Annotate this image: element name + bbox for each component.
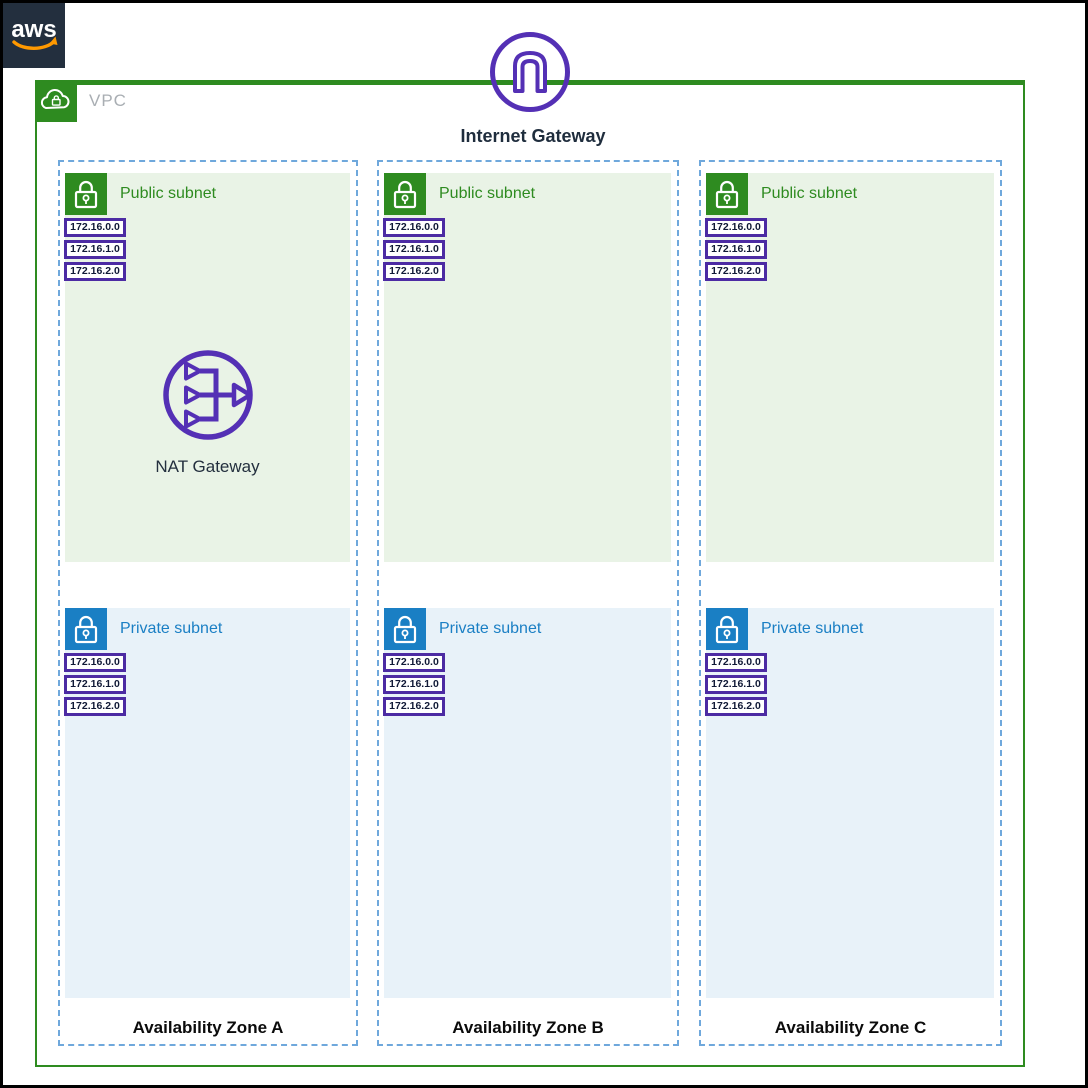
cidr-label: 172.16.0.0 <box>383 218 445 237</box>
public-subnet-label: Public subnet <box>439 185 536 202</box>
cidr-label: 172.16.1.0 <box>383 675 445 694</box>
private-subnet-label: Private subnet <box>761 620 864 637</box>
private-subnet-lock-icon <box>384 608 426 650</box>
public-subnet-lock-icon <box>384 173 426 215</box>
public-subnet-label: Public subnet <box>120 185 217 202</box>
vpc-label: VPC <box>89 91 127 110</box>
aws-logo-text: aws <box>11 16 56 43</box>
public-subnet-b: Public subnet 172.16.0.0 172.16.1.0 172.… <box>383 173 671 562</box>
nat-gateway-icon <box>160 347 256 443</box>
cidr-list: 172.16.0.0 172.16.1.0 172.16.2.0 <box>705 653 767 719</box>
cidr-label: 172.16.2.0 <box>64 697 126 716</box>
cidr-label: 172.16.1.0 <box>705 240 767 259</box>
cidr-list: 172.16.0.0 172.16.1.0 172.16.2.0 <box>64 653 126 719</box>
cidr-label: 172.16.2.0 <box>705 262 767 281</box>
private-subnet-b: Private subnet 172.16.0.0 172.16.1.0 172… <box>383 608 671 998</box>
cidr-label: 172.16.0.0 <box>383 653 445 672</box>
availability-zone-a: Public subnet 172.16.0.0 172.16.1.0 172.… <box>58 160 358 1046</box>
aws-logo: aws <box>3 3 65 68</box>
cidr-label: 172.16.0.0 <box>705 218 767 237</box>
cidr-label: 172.16.2.0 <box>705 697 767 716</box>
public-subnet-a: Public subnet 172.16.0.0 172.16.1.0 172.… <box>64 173 350 562</box>
availability-zone-label: Availability Zone C <box>774 1018 927 1037</box>
cidr-list: 172.16.0.0 172.16.1.0 172.16.2.0 <box>705 218 767 284</box>
vpc-cloud-icon <box>40 89 70 109</box>
private-subnet-a: Private subnet 172.16.0.0 172.16.1.0 172… <box>64 608 350 998</box>
cidr-label: 172.16.1.0 <box>383 240 445 259</box>
cidr-label: 172.16.1.0 <box>64 240 126 259</box>
cidr-label: 172.16.2.0 <box>383 262 445 281</box>
internet-gateway-label: Internet Gateway <box>460 126 606 146</box>
public-subnet-label: Public subnet <box>761 185 858 202</box>
public-subnet-lock-icon <box>706 173 748 215</box>
public-subnet-c: Public subnet 172.16.0.0 172.16.1.0 172.… <box>705 173 994 562</box>
nat-gateway-label: NAT Gateway <box>155 457 260 476</box>
cidr-label: 172.16.0.0 <box>64 218 126 237</box>
cidr-list: 172.16.0.0 172.16.1.0 172.16.2.0 <box>64 218 126 284</box>
private-subnet-label: Private subnet <box>120 620 223 637</box>
internet-gateway-icon <box>488 30 572 114</box>
private-subnet-c: Private subnet 172.16.0.0 172.16.1.0 172… <box>705 608 994 998</box>
cidr-label: 172.16.0.0 <box>64 653 126 672</box>
availability-zone-label: Availability Zone A <box>132 1018 284 1037</box>
private-subnet-lock-icon <box>706 608 748 650</box>
cidr-label: 172.16.1.0 <box>705 675 767 694</box>
cidr-label: 172.16.2.0 <box>383 697 445 716</box>
cidr-label: 172.16.2.0 <box>64 262 126 281</box>
cidr-list: 172.16.0.0 172.16.1.0 172.16.2.0 <box>383 653 445 719</box>
public-subnet-lock-icon <box>65 173 107 215</box>
aws-smile-arrowhead <box>49 36 58 45</box>
aws-logo-icon: aws <box>11 16 58 51</box>
private-subnet-label: Private subnet <box>439 620 542 637</box>
availability-zone-c: Public subnet 172.16.0.0 172.16.1.0 172.… <box>699 160 1002 1046</box>
availability-zone-label: Availability Zone B <box>452 1018 604 1037</box>
vpc-tab <box>35 80 77 122</box>
cidr-label: 172.16.0.0 <box>705 653 767 672</box>
cidr-label: 172.16.1.0 <box>64 675 126 694</box>
availability-zone-b: Public subnet 172.16.0.0 172.16.1.0 172.… <box>377 160 679 1046</box>
cidr-list: 172.16.0.0 172.16.1.0 172.16.2.0 <box>383 218 445 284</box>
private-subnet-lock-icon <box>65 608 107 650</box>
